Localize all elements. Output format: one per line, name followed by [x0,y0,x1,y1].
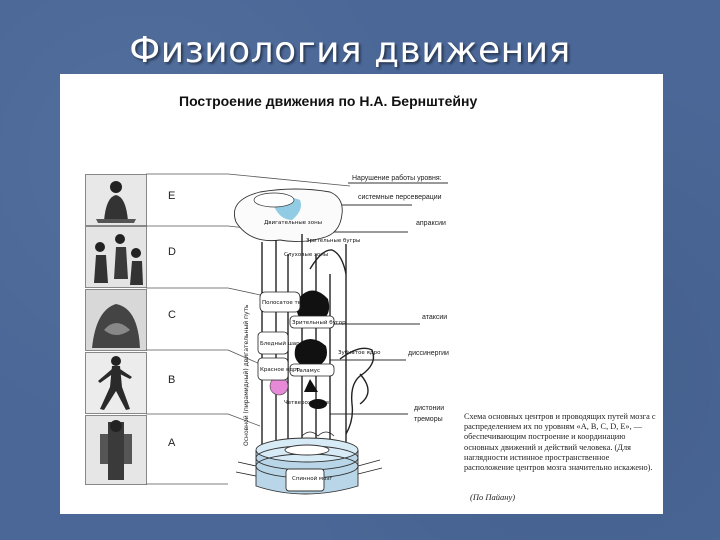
node-label: Слуховые зоны [284,252,328,258]
slide-title: Физиология движения [129,30,571,71]
disorder-label: дистонии [414,405,445,412]
figure-caption: Схема основных центров и проводящих путе… [464,412,656,473]
figure-source: (По Пайану) [470,492,516,502]
node-label: Зубчатое ядро [338,350,381,356]
level-label: C [168,309,176,321]
level-label: A [168,437,176,449]
figure-panel: Построение движения по Н.А. Бернштейну E… [60,74,663,514]
node-label: Таламус [295,368,320,374]
photo-level-b [85,352,147,414]
movement-diagram: Двигательные зоны Зрительные бугры Слухо… [146,173,448,495]
disorder-label: системные персеверации [358,194,442,201]
node-label: Зрительные бугры [306,238,360,244]
photo-level-a [85,415,147,485]
disorder-label: диссинергии [408,350,449,357]
disorder-label: апраксии [416,220,446,227]
level-label: E [168,190,176,202]
level-label: D [168,246,176,258]
node-label: Красное ядро [260,367,300,373]
node-label: Четверохолмие [284,400,330,406]
disorder-header: Нарушение работы уровня: [352,175,442,182]
photo-level-c [85,289,147,351]
photo-level-e [85,174,147,226]
figure-heading: Построение движения по Н.А. Бернштейну [179,93,478,109]
disorder-label: атаксии [422,314,448,321]
node-label: Двигательные зоны [264,220,322,226]
disorder-label: треморы [414,416,443,423]
node-label: Зрительный бугор [292,319,346,326]
node-label: Полосатое тело [262,300,309,306]
node-label: Спинной мозг [292,475,332,482]
photo-level-d [85,226,147,288]
pathway-label: Основной (пирамидный) двигательный путь [243,304,250,446]
node-label: Бледный шар [260,340,300,347]
level-label: B [168,374,176,386]
